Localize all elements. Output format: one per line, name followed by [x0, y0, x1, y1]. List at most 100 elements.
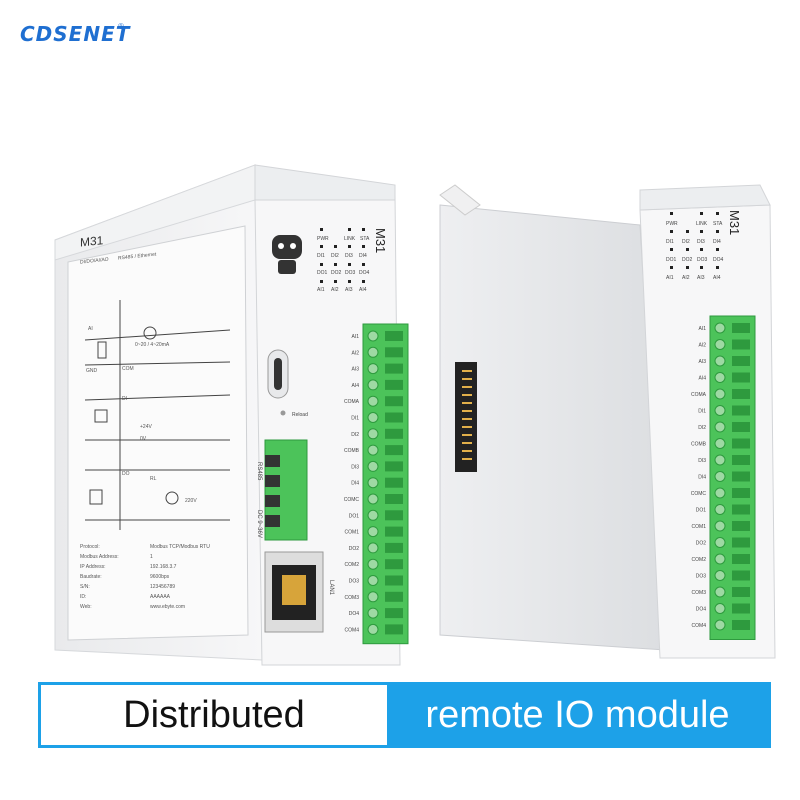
front-terminal-label: COMC — [344, 497, 360, 503]
info-label-0: Protocol: — [80, 544, 100, 550]
diagram-ai: AI — [88, 326, 93, 332]
back-terminal-screw[interactable] — [714, 520, 726, 532]
back-led-do2: DO2 — [682, 257, 693, 263]
front-terminal-screw[interactable] — [367, 428, 379, 440]
back-terminal-screw[interactable] — [714, 438, 726, 449]
front-terminal-label: AI3 — [351, 367, 359, 373]
front-terminal-label: AI4 — [351, 383, 359, 389]
back-terminal-screw[interactable] — [714, 339, 726, 350]
back-terminal-label: DI2 — [698, 425, 706, 431]
front-led-di3: DI3 — [345, 253, 353, 259]
front-terminal-label: DI4 — [351, 481, 359, 487]
front-terminal-screw[interactable] — [367, 558, 379, 570]
back-terminal-screw[interactable] — [714, 421, 726, 433]
back-terminal-screw[interactable] — [714, 619, 726, 631]
diagram-com: COM — [122, 366, 134, 372]
front-terminal-label: COM4 — [345, 627, 360, 633]
front-terminal-slot — [385, 396, 403, 407]
front-terminal-label: AI2 — [351, 350, 359, 356]
back-led-ai1: AI1 — [666, 275, 674, 281]
back-terminal-screw[interactable] — [714, 603, 726, 614]
back-terminal-label: AI3 — [698, 359, 706, 365]
back-terminal-screw[interactable] — [714, 487, 726, 499]
front-model-label: M31 — [373, 228, 388, 253]
back-terminal-screw[interactable] — [714, 537, 726, 548]
back-terminal-slot — [732, 537, 750, 548]
front-led-ai4: AI4 — [359, 287, 367, 293]
back-terminal-screw[interactable] — [714, 454, 726, 466]
front-terminal-block[interactable]: AI1AI2AI3AI4COMADI1DI2COMBDI3DI4COMCDO1C… — [344, 323, 409, 645]
front-side-model: M31 — [80, 233, 104, 249]
back-terminal-screw[interactable] — [714, 405, 726, 416]
front-terminal-screw[interactable] — [367, 575, 379, 586]
back-terminal-label: DI1 — [698, 409, 706, 415]
back-terminal-label: COMB — [691, 442, 707, 448]
front-terminal-slot — [385, 347, 403, 358]
back-terminal-screw[interactable] — [714, 355, 726, 367]
front-terminal-screw[interactable] — [367, 509, 379, 521]
back-terminal-screw[interactable] — [714, 372, 726, 383]
back-terminal-label: COM4 — [692, 623, 707, 629]
back-led-di1: DI1 — [666, 239, 674, 245]
back-terminal-slot — [732, 570, 750, 581]
back-terminal-screw[interactable] — [714, 553, 726, 565]
bus-connector — [455, 362, 477, 472]
front-terminal-screw[interactable] — [367, 607, 379, 619]
diagram-220v: 220V — [185, 498, 197, 504]
back-terminal-screw[interactable] — [714, 322, 726, 334]
back-terminal-label: DO4 — [696, 607, 707, 613]
back-led-do1: DO1 — [666, 257, 677, 263]
back-terminal-label: DI4 — [698, 475, 706, 481]
front-terminal-screw[interactable] — [367, 526, 379, 538]
back-terminal-screw[interactable] — [714, 388, 726, 400]
back-terminal-screw[interactable] — [714, 504, 726, 515]
back-terminal-screw[interactable] — [714, 471, 726, 482]
front-terminal-label: COM2 — [345, 562, 360, 568]
front-terminal-screw[interactable] — [367, 623, 379, 635]
front-terminal-screw[interactable] — [367, 395, 379, 407]
back-terminal-block[interactable]: AI1AI2AI3AI4COMADI1DI2COMBDI3DI4COMCDO1C… — [691, 315, 756, 640]
front-terminal-label: DO3 — [349, 579, 360, 585]
front-terminal-screw[interactable] — [367, 412, 379, 423]
front-terminal-screw[interactable] — [367, 330, 379, 342]
front-terminal-screw[interactable] — [367, 444, 379, 456]
front-terminal-screw[interactable] — [367, 379, 379, 391]
front-terminal-screw[interactable] — [367, 493, 379, 505]
banner-right: remote IO module — [387, 685, 768, 745]
front-terminal-screw[interactable] — [367, 363, 379, 375]
back-terminal-slot — [732, 405, 750, 416]
brand-logo: CDSENET — [20, 22, 131, 46]
back-terminal-label: DO2 — [696, 541, 707, 547]
reload-button[interactable] — [280, 410, 286, 416]
front-terminal-slot — [385, 477, 403, 488]
back-terminal-slot — [732, 422, 750, 432]
dc-label: DC 9~36V — [256, 510, 262, 538]
front-terminal-label: DO4 — [349, 611, 360, 617]
back-led-ai4: AI4 — [713, 275, 721, 281]
reload-label: Reload — [292, 412, 308, 418]
rs485-connector[interactable] — [264, 439, 308, 541]
diagram-gnd: GND — [86, 368, 98, 374]
back-terminal-slot — [732, 455, 750, 465]
front-terminal-slot — [385, 526, 403, 537]
back-terminal-label: DO3 — [696, 574, 707, 580]
back-terminal-screw[interactable] — [714, 570, 726, 581]
front-terminal-label: COM3 — [345, 595, 360, 601]
front-terminal-screw[interactable] — [367, 346, 379, 358]
front-terminal-screw[interactable] — [367, 460, 379, 472]
back-terminal-screw[interactable] — [714, 586, 726, 598]
front-terminal-screw[interactable] — [367, 542, 379, 554]
front-terminal-screw[interactable] — [367, 591, 379, 603]
back-led-do4: DO4 — [713, 257, 724, 263]
back-terminal-slot — [732, 587, 750, 597]
front-terminal-screw[interactable] — [367, 477, 379, 489]
front-terminal-label: COMB — [344, 448, 360, 454]
front-led-do2: DO2 — [331, 270, 342, 276]
back-terminal-label: AI2 — [698, 343, 706, 349]
front-led-do4: DO4 — [359, 270, 370, 276]
ethernet-port[interactable] — [264, 551, 324, 633]
front-terminal-label: DI3 — [351, 464, 359, 470]
front-side-interface: RS485 / Ethernet — [118, 252, 157, 262]
front-led-do1: DO1 — [317, 270, 328, 276]
diagram-0v: 0V — [140, 436, 147, 442]
